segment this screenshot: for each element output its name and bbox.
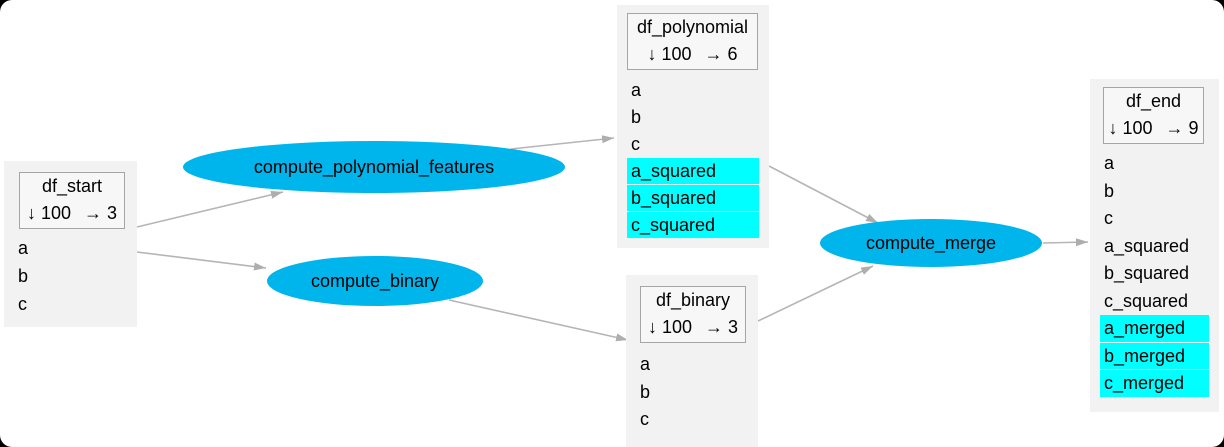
col-count: → 3 — [84, 203, 118, 223]
edge-df_polynomial-compute_merge — [768, 165, 879, 224]
node-df_binary: df_binary ↓ 100 → 3 a b c — [626, 275, 758, 447]
new-column-row: c_squared — [627, 212, 759, 239]
node-title: df_end — [1125, 91, 1182, 111]
df_binary-header: df_binary ↓ 100 → 3 — [640, 286, 746, 343]
node-compute_binary: compute_binary — [267, 256, 483, 306]
col-count: → 3 — [705, 317, 739, 337]
column-row: c — [18, 294, 27, 314]
df_end-header: df_end ↓ 100 → 9 — [1103, 87, 1204, 144]
node-title: df_polynomial — [636, 17, 749, 37]
column-row: c — [1104, 208, 1113, 228]
column-row: a — [640, 354, 651, 374]
node-df_start: df_start ↓ 100 → 3 a b c — [4, 161, 137, 327]
col-count: → 6 — [704, 44, 738, 64]
new-column-row: a_squared — [627, 158, 759, 185]
node-compute_polynomial_features: compute_polynomial_features — [183, 141, 565, 193]
function-label: compute_binary — [310, 270, 440, 291]
node-compute_merge: compute_merge — [820, 219, 1042, 267]
node-title: df_start — [41, 176, 103, 196]
node-shape: ↓ 100 → 3 — [20, 200, 124, 226]
node-title: df_binary — [655, 290, 731, 310]
node-df_polynomial: df_polynomial ↓ 100 → 6 a b c a_squared b… — [617, 5, 769, 248]
col-count: → 9 — [1165, 118, 1199, 138]
new-column-row: b_squared — [627, 185, 759, 212]
df_start-header: df_start ↓ 100 → 3 — [19, 172, 125, 229]
df_polynomial-header: df_polynomial ↓ 100 → 6 — [627, 13, 758, 70]
new-column-row: b_merged — [1100, 342, 1209, 370]
row-count: ↓ 100 — [26, 203, 72, 223]
node-shape: ↓ 100 → 6 — [628, 41, 757, 67]
new-column-row: c_merged — [1100, 370, 1209, 398]
row-count: ↓ 100 — [647, 44, 692, 64]
column-row: a — [631, 80, 642, 100]
column-row: b_squared — [1104, 263, 1190, 283]
column-row: b — [631, 107, 642, 127]
edge-compute_merge-df_end — [1042, 238, 1089, 247]
column-row: a — [1104, 153, 1115, 173]
column-row: c_squared — [1104, 290, 1189, 311]
node-df_end: df_end ↓ 100 → 9 a b c a_squared b_square… — [1090, 79, 1219, 412]
edge-df_start-compute_polynomial_features — [136, 190, 284, 228]
edge-df_binary-compute_merge — [757, 265, 874, 322]
new-column-row: a_merged — [1100, 315, 1209, 343]
column-row: b — [640, 381, 651, 402]
edge-compute_binary-df_binary — [448, 299, 629, 342]
function-label: compute_polynomial_features — [253, 156, 495, 177]
column-row: c — [640, 409, 649, 429]
column-row: c — [631, 134, 640, 154]
row-count: ↓ 100 — [647, 317, 693, 337]
column-row: b — [18, 266, 29, 286]
node-shape: ↓ 100 → 3 — [641, 314, 745, 340]
function-label: compute_merge — [865, 232, 997, 253]
column-row: a — [18, 238, 29, 258]
row-count: ↓ 100 — [1108, 118, 1153, 138]
column-row: a_squared — [1104, 235, 1190, 256]
node-shape: ↓ 100 → 9 — [1104, 115, 1203, 141]
edge-compute_polynomial_features-df_polynomial — [510, 135, 615, 150]
edge-df_start-compute_binary — [136, 251, 267, 271]
column-row: b — [1104, 180, 1115, 201]
